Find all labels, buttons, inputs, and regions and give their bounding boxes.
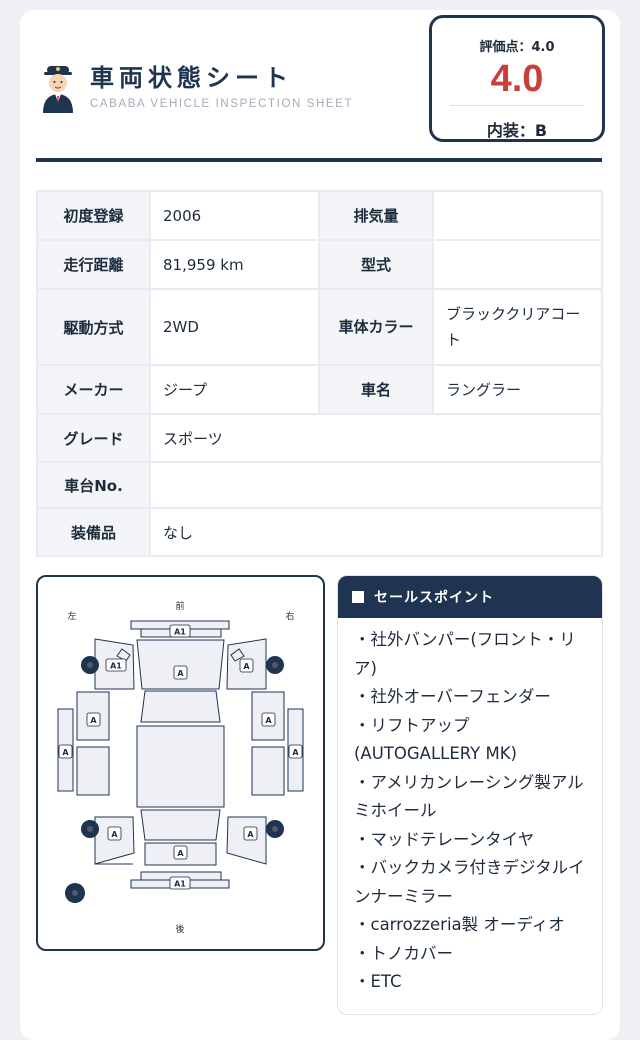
list-item: ・バックカメラ付きデジタルインナーミラー (354, 858, 585, 906)
damage-mark-label: A (177, 669, 184, 678)
spec-value: 2WD (149, 288, 320, 366)
direction-left: 左 (67, 610, 76, 622)
spec-value: 2006 (149, 190, 320, 241)
left-rear-fender (94, 816, 135, 865)
damage-mark-label: A (62, 748, 69, 757)
roof-panel (136, 725, 225, 808)
damage-mark-left-rear-fender: A (107, 826, 122, 841)
damage-mark-tailgate: A (173, 845, 188, 860)
damage-mark-label: A (177, 849, 184, 858)
wheel-hub (272, 662, 278, 668)
damage-mark-rear-bumper: A1 (169, 876, 191, 890)
sales-points-list: ・社外バンパー(フロント・リア) ・社外オーバーフェンダー ・リフトアップ(AU… (338, 618, 602, 997)
damage-mark-right-front-door: A (261, 712, 276, 727)
spec-value (149, 461, 603, 509)
spec-value: ラングラー (432, 364, 603, 415)
sales-points-panel: セールスポイント ・社外バンパー(フロント・リア) ・社外オーバーフェンダー ・… (337, 575, 603, 1015)
spec-label: メーカー (36, 364, 151, 415)
spec-value: スポーツ (149, 413, 603, 463)
damage-mark-label: A (265, 716, 272, 725)
spec-value (432, 190, 603, 241)
damage-mark-hood: A (173, 665, 188, 680)
interior-grade: 内装：B (486, 121, 548, 140)
spec-value: 81,959 km (149, 239, 320, 290)
left-rear-door (76, 746, 110, 796)
sales-points-header: セールスポイント (338, 576, 602, 618)
damage-mark-left-front-door: A (86, 712, 101, 727)
windshield-panel (140, 690, 221, 723)
damage-mark-right-rear-fender: A (243, 826, 258, 841)
list-item: ・リフトアップ(AUTOGALLERY MK) (354, 715, 517, 764)
spec-table: 初度登録 2006 排気量 走行距離 81,959 km 型式 駆動方式 2WD… (36, 190, 603, 557)
spec-label: グレード (36, 413, 151, 463)
list-item: ・トノカバー (354, 943, 453, 963)
damage-mark-left-front-fender: A1 (105, 658, 127, 672)
spec-value (432, 239, 603, 290)
list-item: ・社外バンパー(フロント・リア) (354, 630, 576, 678)
score-panel: 評価点：4.0 4.0 内装：B (429, 15, 605, 142)
table-row: 初度登録 2006 排気量 (36, 190, 603, 241)
list-item: ・ETC (354, 972, 402, 991)
car-outline-diagram: 前 後 左 右 A1 A1 A A A (57, 600, 304, 935)
score-divider (450, 105, 584, 106)
header-rule (36, 158, 602, 162)
damage-mark-label: A1 (174, 628, 186, 637)
vehicle-damage-diagram: 前 後 左 右 A1 A1 A A A (36, 575, 325, 951)
damage-mark-label: A1 (174, 880, 186, 889)
list-item: ・アメリカンレーシング製アルミホイール (354, 772, 584, 821)
spec-label: 走行距離 (36, 239, 151, 290)
spec-label: 型式 (318, 239, 434, 290)
right-rear-fender (226, 816, 267, 865)
direction-front: 前 (175, 600, 184, 612)
right-rear-door (251, 746, 285, 796)
sales-points-title: セールスポイント (374, 590, 494, 606)
hood-panel (136, 639, 225, 690)
spec-label: 車体カラー (318, 288, 434, 366)
wheel-hub (272, 826, 278, 832)
table-row: メーカー ジープ 車名 ラングラー (36, 364, 603, 415)
wheel-hub (87, 826, 93, 832)
damage-mark-label: A (292, 748, 299, 757)
table-row: 走行距離 81,959 km 型式 (36, 239, 603, 290)
damage-mark-label: A (111, 830, 118, 839)
spec-label: 駆動方式 (36, 288, 151, 366)
spec-value: ジープ (149, 364, 320, 415)
damage-mark-left-step: A (58, 744, 73, 759)
rear-glass-panel (140, 809, 221, 841)
wheel-hub (72, 890, 78, 896)
score-label: 評価点：4.0 (479, 40, 555, 55)
damage-mark-label: A1 (110, 662, 122, 671)
inspector-mascot-icon (43, 66, 73, 113)
damage-mark-label: A (90, 716, 97, 725)
spec-label: 装備品 (36, 507, 151, 557)
spec-label: 初度登録 (36, 190, 151, 241)
damage-mark-right-step: A (288, 744, 303, 759)
damage-mark-front-bumper: A1 (169, 624, 191, 638)
page-subtitle: CABABA VEHICLE INSPECTION SHEET (90, 98, 354, 110)
damage-mark-right-front-fender: A (239, 658, 254, 673)
square-bullet-icon (352, 591, 364, 603)
spec-label: 車名 (318, 364, 434, 415)
spec-value: なし (149, 507, 603, 557)
right-mirror (230, 648, 245, 662)
page-title: 車両状態シート (90, 64, 293, 92)
list-item: ・マッドテレーンタイヤ (354, 829, 535, 849)
direction-rear: 後 (175, 923, 184, 935)
list-item: ・社外オーバーフェンダー (354, 687, 551, 706)
sheet-header: 車両状態シート CABABA VEHICLE INSPECTION SHEET … (20, 0, 605, 168)
wheel-hub (87, 662, 93, 668)
table-row: 車台No. (36, 461, 603, 509)
score-value: 4.0 (490, 58, 544, 100)
table-row: 駆動方式 2WD 車体カラー ブラッククリアコート (36, 288, 603, 366)
list-item: ・carrozzeria製 オーディオ (354, 915, 565, 934)
table-row: グレード スポーツ (36, 413, 603, 463)
damage-mark-label: A (243, 662, 250, 671)
table-row: 装備品 なし (36, 507, 603, 557)
damage-mark-label: A (247, 830, 254, 839)
direction-right: 右 (285, 610, 294, 622)
spec-label: 車台No. (36, 461, 151, 509)
spec-label: 排気量 (318, 190, 434, 241)
spec-value: ブラッククリアコート (432, 288, 603, 366)
